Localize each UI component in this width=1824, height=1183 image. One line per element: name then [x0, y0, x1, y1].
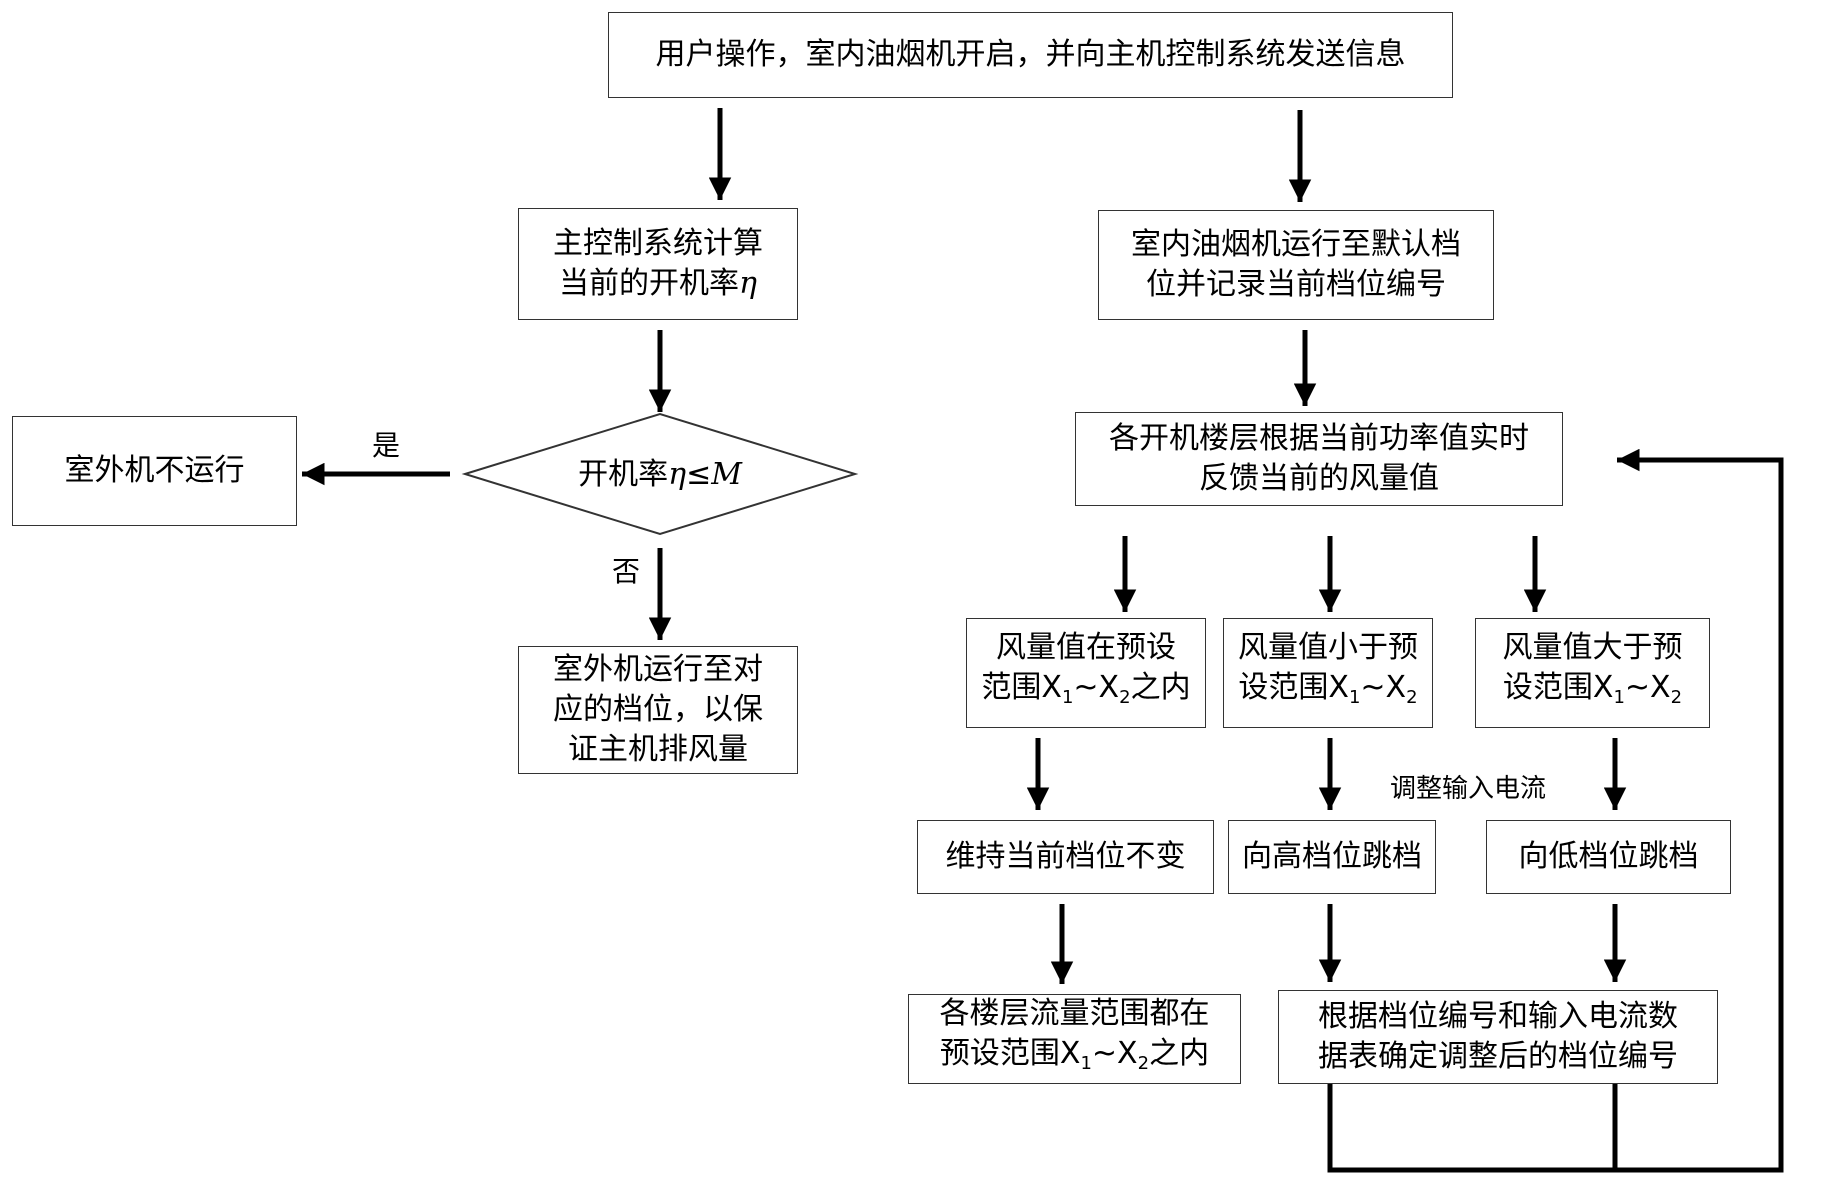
- less-sub2: 2: [1406, 687, 1418, 708]
- less-line2: 设范围X1~X2: [1238, 668, 1417, 718]
- greater-tilde: ~X: [1624, 670, 1671, 705]
- less-range-prefix: 设范围X: [1238, 670, 1349, 705]
- within-range-box: 风量值在预设 范围X1~X2之内: [966, 618, 1206, 728]
- calc-box: 主控制系统计算 当前的开机率η: [518, 208, 798, 320]
- within-sub1: 1: [1061, 687, 1074, 708]
- feedback-line1: 各开机楼层根据当前功率值实时: [1109, 421, 1529, 456]
- adjust-current-label: 调整输入电流: [1390, 774, 1547, 804]
- all-within-line1: 各楼层流量范围都在: [939, 996, 1210, 1031]
- less-than-box: 风量值小于预 设范围X1~X2: [1223, 618, 1433, 728]
- no-label: 否: [612, 555, 641, 588]
- outdoor-off-box: 室外机不运行: [12, 416, 297, 526]
- maintain-text: 维持当前档位不变: [945, 839, 1186, 874]
- decision-m: M: [711, 457, 742, 492]
- decision-eta: η: [668, 457, 687, 492]
- greater-range-prefix: 设范围X: [1502, 670, 1614, 705]
- decision-text: 开机率η≤M: [575, 455, 745, 495]
- within-line2: 范围X1~X2之内: [981, 668, 1190, 718]
- within-range-prefix: 范围X: [981, 670, 1062, 705]
- outdoor-run-line3: 证主机排风量: [568, 732, 748, 767]
- outdoor-off-text: 室外机不运行: [64, 453, 245, 488]
- all-within-box: 各楼层流量范围都在 预设范围X1~X2之内: [908, 994, 1241, 1084]
- start-box: 用户操作，室内油烟机开启，并向主机控制系统发送信息: [608, 12, 1453, 98]
- greater-sub1: 1: [1613, 687, 1625, 708]
- less-line1: 风量值小于预: [1238, 630, 1418, 665]
- feedback-loop-line: [1327, 448, 1784, 1173]
- less-tilde: ~X: [1360, 670, 1407, 705]
- determine-box: 根据档位编号和输入电流数 据表确定调整后的档位编号: [1278, 990, 1718, 1084]
- greater-than-box: 风量值大于预 设范围X1~X2: [1475, 618, 1710, 728]
- determine-line1: 根据档位编号和输入电流数: [1318, 999, 1678, 1034]
- jump-low-text: 向低档位跳档: [1518, 839, 1699, 874]
- calc-line2: 当前的开机率η: [559, 264, 757, 304]
- decision-diamond: [461, 412, 859, 536]
- jump-high-text: 向高档位跳档: [1242, 839, 1422, 874]
- all-within-tilde: ~X: [1091, 1036, 1138, 1071]
- greater-line1: 风量值大于预: [1502, 630, 1683, 665]
- all-within-sub1: 1: [1080, 1053, 1092, 1074]
- greater-line2: 设范围X1~X2: [1503, 668, 1682, 718]
- all-within-suffix: 之内: [1149, 1036, 1210, 1071]
- outdoor-run-line2: 应的档位，以保: [553, 692, 763, 727]
- within-sub2: 2: [1119, 687, 1131, 708]
- start-text: 用户操作，室内油烟机开启，并向主机控制系统发送信息: [655, 37, 1406, 72]
- all-within-line2: 预设范围X1~X2之内: [940, 1034, 1209, 1084]
- feedback-box: 各开机楼层根据当前功率值实时 反馈当前的风量值: [1075, 412, 1563, 506]
- jump-low-box: 向低档位跳档: [1486, 820, 1731, 894]
- within-line1: 风量值在预设: [996, 630, 1176, 665]
- eta-symbol: η: [739, 266, 757, 301]
- outdoor-run-line1: 室外机运行至对: [553, 652, 763, 687]
- hood-default-line1: 室内油烟机运行至默认档: [1131, 227, 1461, 262]
- calc-line2-prefix: 当前的开机率: [559, 266, 739, 301]
- within-suffix: 之内: [1130, 670, 1191, 705]
- maintain-box: 维持当前档位不变: [917, 820, 1214, 894]
- within-tilde: ~X: [1073, 670, 1120, 705]
- greater-sub2: 2: [1670, 687, 1683, 708]
- all-within-sub2: 2: [1137, 1053, 1150, 1074]
- hood-default-box: 室内油烟机运行至默认档 位并记录当前档位编号: [1098, 210, 1494, 320]
- calc-line1: 主控制系统计算: [553, 226, 763, 261]
- less-sub1: 1: [1348, 687, 1361, 708]
- determine-line2: 据表确定调整后的档位编号: [1318, 1039, 1678, 1074]
- all-within-prefix: 预设范围X: [939, 1036, 1081, 1071]
- yes-label: 是: [372, 429, 401, 462]
- decision-prefix: 开机率: [578, 457, 669, 492]
- hood-default-line2: 位并记录当前档位编号: [1146, 267, 1446, 302]
- jump-high-box: 向高档位跳档: [1228, 820, 1436, 894]
- decision-operator: ≤: [686, 457, 712, 492]
- feedback-line2: 反馈当前的风量值: [1199, 461, 1439, 496]
- outdoor-run-box: 室外机运行至对 应的档位，以保 证主机排风量: [518, 646, 798, 774]
